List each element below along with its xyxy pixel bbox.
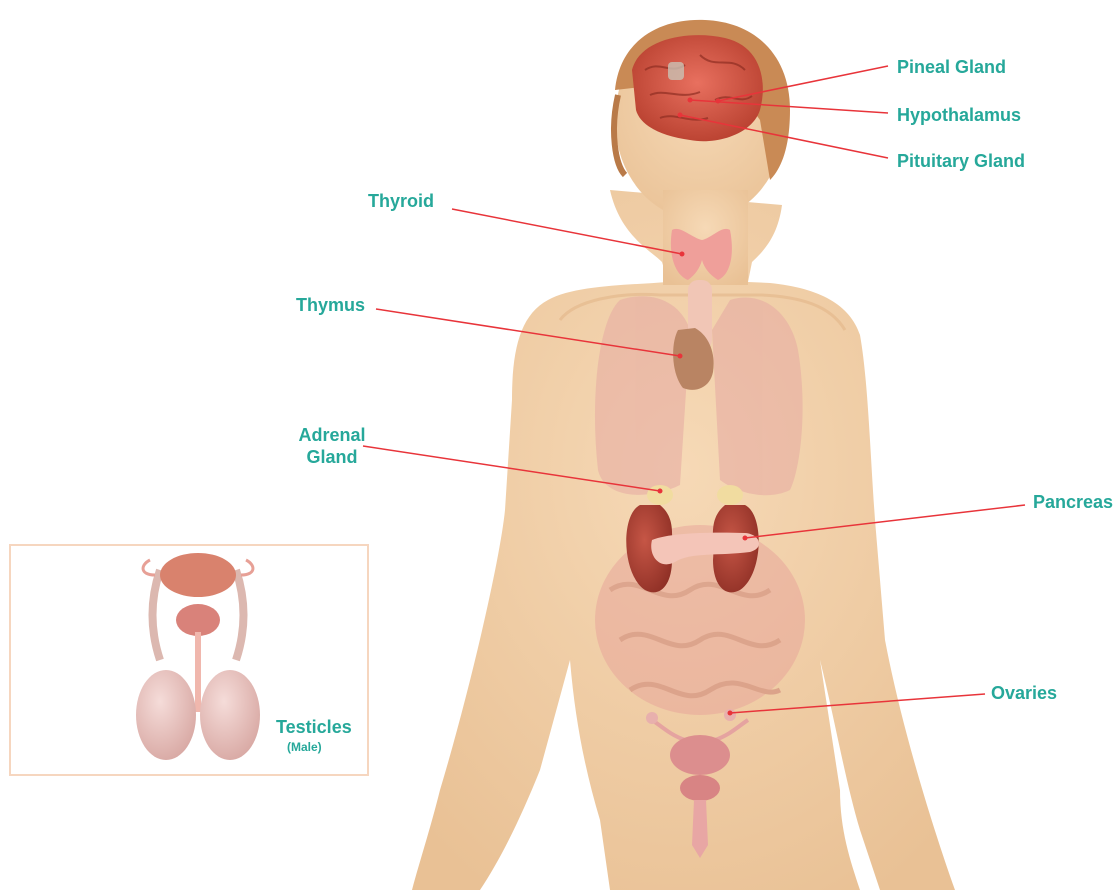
pointer-dot <box>658 489 663 494</box>
adrenal-left <box>647 485 673 505</box>
label-thymus: Thymus <box>296 294 365 316</box>
pointer-dot <box>728 711 733 716</box>
label-pineal-gland: Pineal Gland <box>897 56 1006 78</box>
pointer-dot <box>680 252 685 257</box>
pointer-dot <box>743 536 748 541</box>
pointer-dot <box>688 98 693 103</box>
label-adrenal-line2: Gland <box>296 446 368 468</box>
label-pituitary-gland: Pituitary Gland <box>897 150 1025 172</box>
label-pancreas: Pancreas <box>1033 491 1113 513</box>
pointer-dot <box>678 354 683 359</box>
label-hypothalamus: Hypothalamus <box>897 104 1021 126</box>
adrenal-right <box>717 485 743 505</box>
label-adrenal-gland: Adrenal Gland <box>296 424 368 468</box>
label-ovaries: Ovaries <box>991 682 1057 704</box>
label-testicles: Testicles <box>276 716 352 738</box>
pointer-dot <box>716 99 721 104</box>
label-thyroid: Thyroid <box>368 190 434 212</box>
label-adrenal-line1: Adrenal <box>296 424 368 446</box>
pointer-dot <box>678 113 683 118</box>
label-testicles-male-note: (Male) <box>287 740 322 754</box>
brain <box>632 35 763 141</box>
